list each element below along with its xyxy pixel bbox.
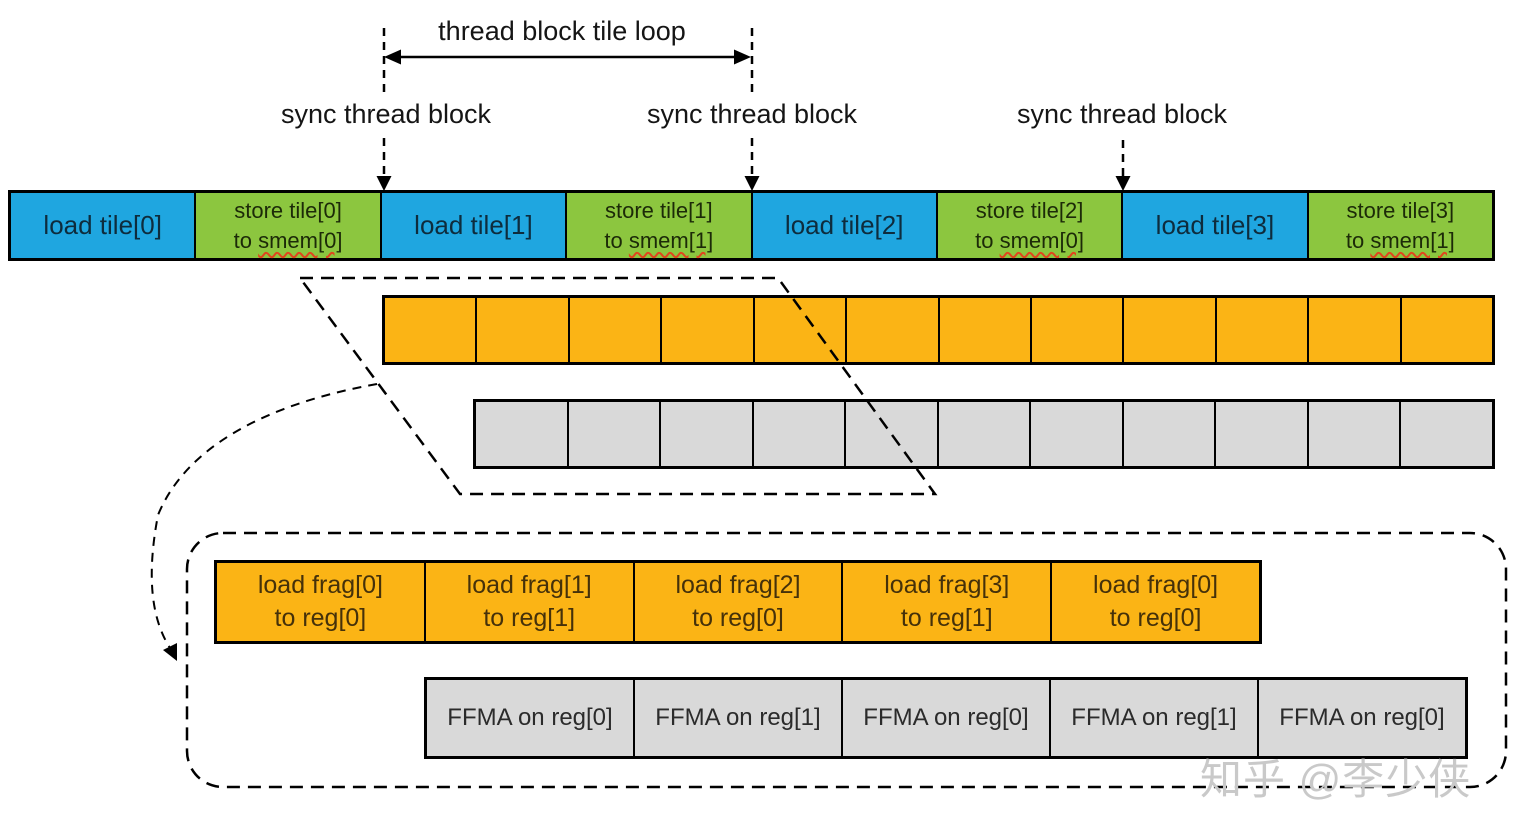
timeline-cell-store-1: store tile[0]to smem[0] [194,193,380,258]
compute-slot-cell-4 [844,402,937,466]
smem-buffer-row [382,295,1495,365]
sync-thread-block-label-2: sync thread block [646,99,858,129]
load-frag-cell-2: load frag[2]to reg[0] [632,563,842,641]
loop-extent-arrow [384,49,751,65]
compute-slot-cell-10 [1399,402,1493,466]
load-frag-cell-0: load frag[0]to reg[0] [217,563,424,641]
compute-slot-cell-1 [566,402,660,466]
ffma-cell-1: FFMA on reg[1] [633,680,841,756]
compute-slot-cell-6 [1029,402,1122,466]
sync-arrow-3 [1115,140,1131,191]
sync-thread-block-label-1: sync thread block [280,99,492,129]
ffma-cell-3: FFMA on reg[1] [1049,680,1257,756]
timeline-cell-store-5: store tile[2]to smem[0] [935,193,1122,258]
compute-slot-cell-7 [1121,402,1215,466]
load-frag-row: load frag[0]to reg[0]load frag[1]to reg[… [214,560,1262,644]
smem-buffer-cell-11 [1399,298,1493,362]
timeline-cell-load-0: load tile[0] [11,193,195,258]
smem-buffer-cell-1 [475,298,568,362]
smem-buffer-cell-0 [385,298,476,362]
compute-slot-row [473,399,1495,469]
smem-buffer-cell-10 [1307,298,1400,362]
load-frag-cell-4: load frag[0]to reg[0] [1050,563,1259,641]
ffma-cell-0: FFMA on reg[0] [427,680,633,756]
sync-thread-block-label-3: sync thread block [1016,99,1228,129]
timeline-cell-store-7: store tile[3]to smem[1] [1306,193,1492,258]
smem-buffer-cell-7 [1029,298,1123,362]
smem-buffer-cell-4 [752,298,846,362]
compute-slot-cell-8 [1214,402,1307,466]
timeline-cell-load-6: load tile[3] [1121,193,1307,258]
smem-buffer-cell-3 [660,298,753,362]
thread-block-tile-loop-label: thread block tile loop [438,16,686,46]
smem-buffer-cell-6 [937,298,1030,362]
smem-buffer-cell-9 [1214,298,1308,362]
smem-buffer-cell-2 [567,298,661,362]
timeline-cell-load-2: load tile[1] [379,193,566,258]
compute-slot-cell-0 [476,402,567,466]
compute-slot-cell-2 [659,402,752,466]
timeline-cell-load-4: load tile[2] [750,193,936,258]
ffma-cell-4: FFMA on reg[0] [1257,680,1465,756]
compute-slot-cell-3 [751,402,845,466]
compute-slot-cell-5 [936,402,1030,466]
load-frag-cell-1: load frag[1]to reg[1] [423,563,633,641]
watermark: 知乎 @李少侠 [1200,756,1472,803]
timeline-cell-store-3: store tile[1]to smem[1] [565,193,751,258]
ffma-cell-2: FFMA on reg[0] [841,680,1049,756]
smem-buffer-cell-5 [845,298,938,362]
compute-slot-cell-9 [1306,402,1400,466]
smem-buffer-cell-8 [1122,298,1215,362]
load-frag-cell-3: load frag[3]to reg[1] [841,563,1051,641]
thread-block-timeline-row: load tile[0]store tile[0]to smem[0]load … [8,190,1495,261]
